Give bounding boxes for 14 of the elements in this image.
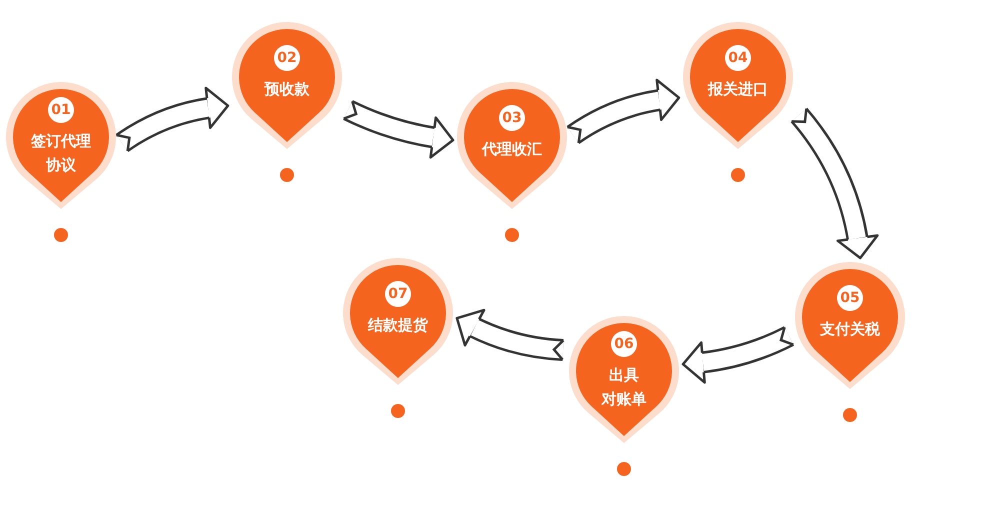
step-label: 支付关税 — [820, 319, 880, 340]
map-pin-marker — [6, 82, 116, 212]
map-pin-marker — [457, 82, 567, 212]
step-label: 结款提货 — [368, 315, 428, 336]
step-label: 出具对账单 — [602, 365, 646, 410]
step-label: 报关进口 — [708, 79, 768, 100]
map-pin-marker — [795, 262, 905, 392]
map-pin-marker — [683, 22, 793, 152]
map-pin-marker — [232, 22, 342, 152]
map-pin-marker — [343, 258, 453, 388]
step-label: 签订代理协议 — [31, 131, 91, 176]
step-label: 代理收汇 — [482, 139, 542, 160]
map-pin-marker — [569, 316, 679, 446]
step-label: 预收款 — [264, 79, 310, 100]
